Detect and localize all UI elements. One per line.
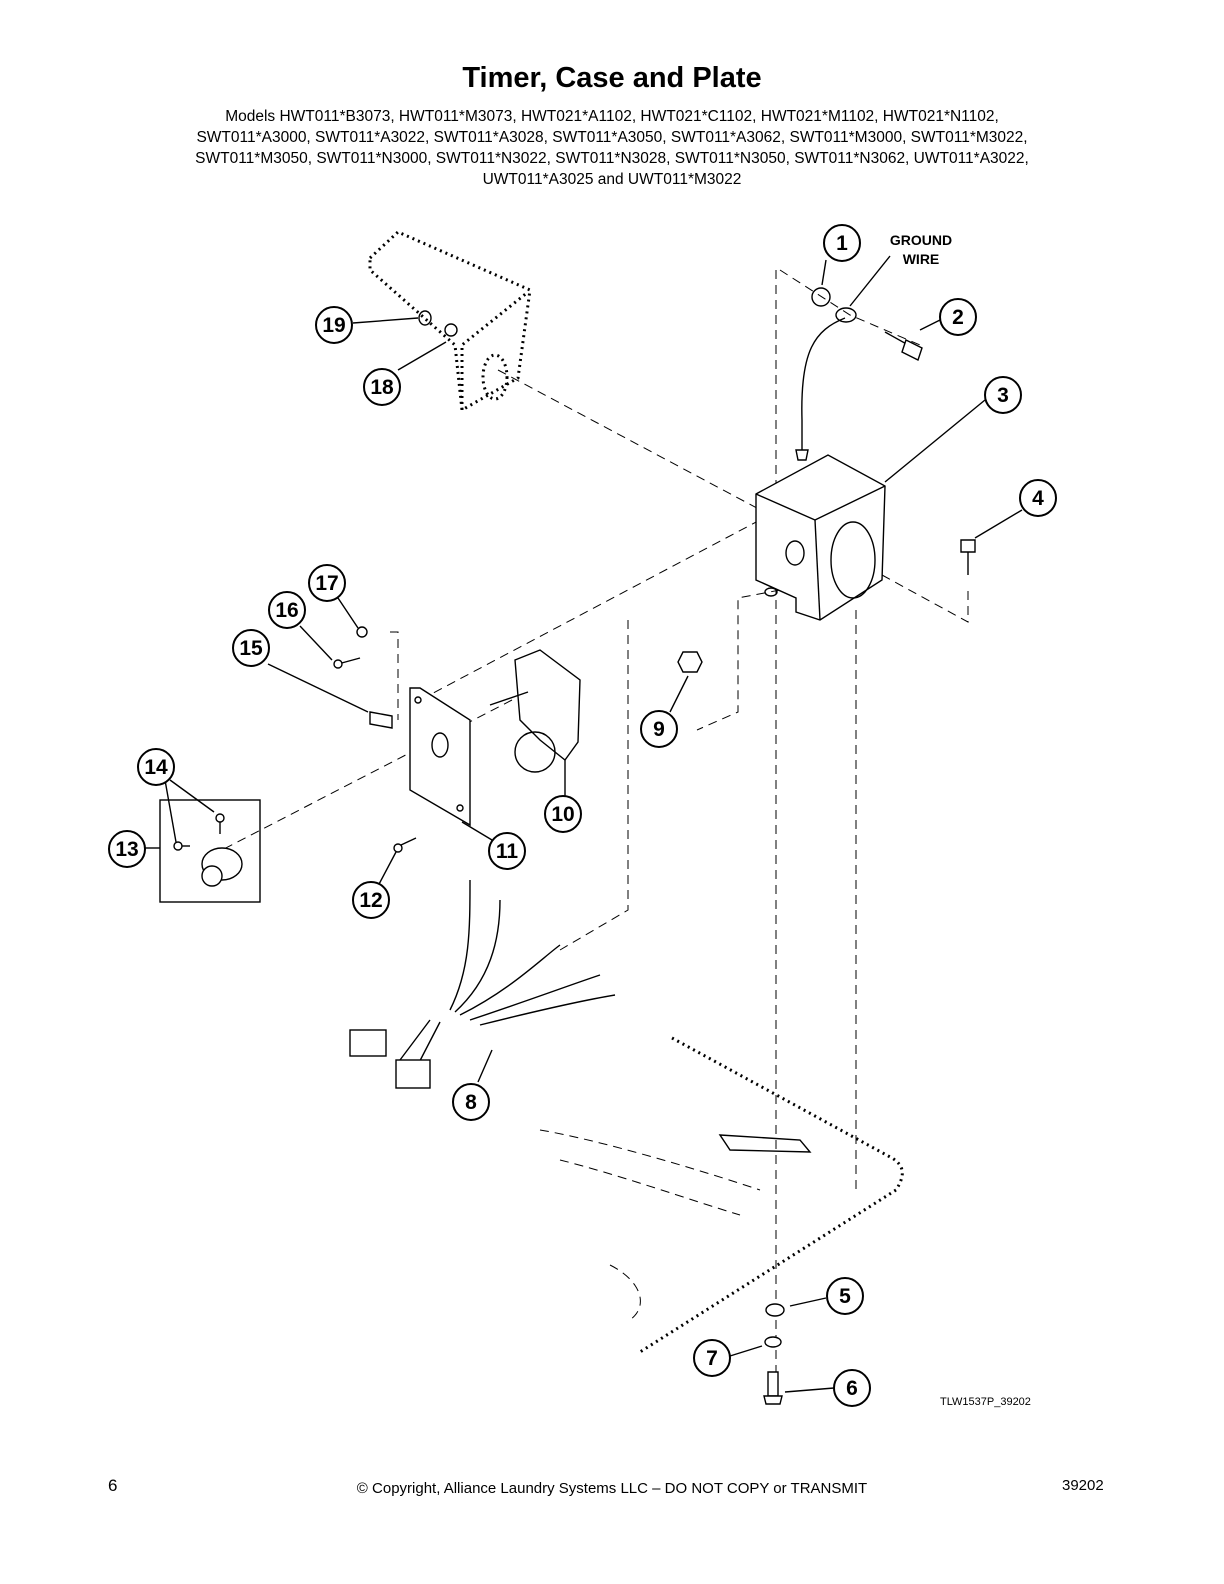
leader-lines: [145, 255, 1023, 1393]
ground-wire-label: WIRE: [903, 251, 940, 267]
callout-label: 9: [653, 718, 665, 741]
callout-label: 10: [551, 803, 574, 826]
copyright-notice: © Copyright, Alliance Laundry Systems LL…: [356, 1480, 868, 1497]
nut-icon: [677, 651, 703, 673]
washer-icon: [765, 1303, 785, 1317]
base-outline: [539, 1036, 904, 1354]
screw-icon: [763, 1371, 783, 1405]
callout-label: 5: [839, 1285, 851, 1308]
document-number: 39202: [1062, 1477, 1104, 1494]
callout-label: 19: [322, 314, 345, 337]
callout-label: 1: [836, 232, 848, 255]
callout-label: 7: [706, 1347, 718, 1370]
star-washer-icon: [356, 626, 368, 638]
screw-icon: [333, 657, 361, 669]
page-title: Timer, Case and Plate: [462, 62, 762, 94]
control-console-outline: [368, 230, 532, 413]
callout-label: 8: [465, 1091, 477, 1114]
callout-label: 6: [846, 1377, 858, 1400]
callout-label: 11: [496, 840, 519, 863]
alignment-lines: [221, 269, 969, 1385]
screw-icon: [393, 837, 417, 853]
model-list: Models HWT011*B3073, HWT011*M3073, HWT02…: [100, 106, 1124, 190]
timer-plate: [409, 687, 471, 827]
nut-icon: [418, 310, 432, 326]
callout-label: 4: [1032, 487, 1044, 510]
page-number: 6: [108, 1476, 118, 1495]
callout-bubbles: 1 2 3 4 5 6 7 8 9 10 11 12 13 14 15 16 1…: [108, 224, 1057, 1407]
timer: [489, 649, 581, 773]
knob-group-box: [159, 799, 261, 903]
model-line: UWT011*A3025 and UWT011*M3022: [482, 171, 742, 188]
label-tag: [369, 711, 393, 729]
drawing-reference: TLW1537P_39202: [940, 1396, 1031, 1408]
timer-case: [755, 454, 886, 621]
callout-label: 2: [952, 306, 964, 329]
star-washer-icon: [444, 323, 458, 337]
screw-icon: [215, 813, 225, 834]
washer-icon: [764, 1336, 782, 1348]
callout-label: 15: [239, 637, 263, 660]
ground-wire: [795, 307, 857, 461]
callout-label: 13: [115, 838, 138, 861]
callout-label: 3: [997, 384, 1009, 407]
callout-label: 14: [144, 756, 168, 779]
callout-label: 17: [315, 572, 338, 595]
model-line: SWT011*M3050, SWT011*N3000, SWT011*N3022…: [195, 150, 1029, 167]
screw-icon: [173, 841, 190, 851]
callout-label: 18: [370, 376, 394, 399]
wire-harness: [349, 879, 616, 1089]
callout-label: 12: [359, 889, 382, 912]
callout-label: 16: [275, 599, 298, 622]
knob-icon: [201, 847, 243, 887]
model-line: Models HWT011*B3073, HWT011*M3073, HWT02…: [225, 108, 999, 125]
star-washer-icon: [811, 287, 831, 307]
ground-wire-label: GROUND: [890, 232, 952, 248]
screw-icon: [884, 331, 923, 361]
screw-icon: [960, 539, 976, 575]
model-line: SWT011*A3000, SWT011*A3022, SWT011*A3028…: [196, 129, 1028, 146]
